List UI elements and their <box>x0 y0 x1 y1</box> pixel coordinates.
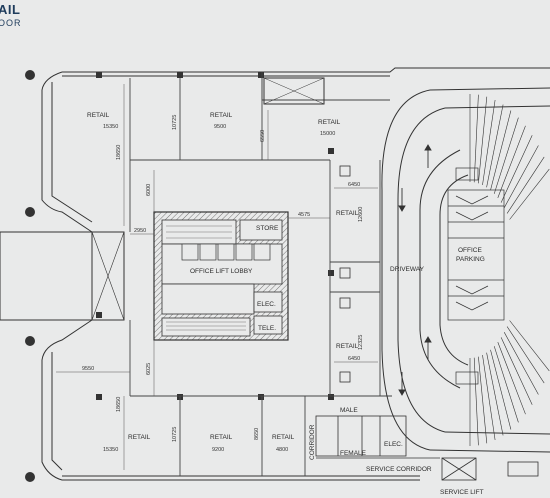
room-label-retail-e-upper: RETAIL <box>336 210 359 217</box>
parking-stall-line <box>497 125 526 199</box>
plan-subtitle: OOR <box>0 18 22 28</box>
parking-stall-line <box>509 168 550 220</box>
service-shaft-north <box>263 77 325 105</box>
parking-stall-line <box>486 104 504 188</box>
parking-stall-line <box>497 341 526 415</box>
room-label-driveway: DRIVEWAY <box>390 266 425 273</box>
parking-stall-line <box>493 117 519 194</box>
dim-10725-top: 10725 <box>172 115 178 130</box>
parking-stall-line <box>478 96 488 184</box>
dim-4575: 4575 <box>298 212 310 218</box>
dim-8650: 8650 <box>254 428 260 440</box>
parking-stall-line <box>500 135 533 203</box>
parking-stall-line <box>482 99 496 186</box>
room-label-retail-n-mid: RETAIL <box>210 112 233 119</box>
dim-12325: 12325 <box>358 335 364 350</box>
dim-12600: 12600 <box>358 207 364 222</box>
room-label-male: MALE <box>340 407 358 414</box>
dim-retail-s-right: 4800 <box>276 447 288 453</box>
traffic-arrows <box>398 144 432 396</box>
dim-6450-bot: 6450 <box>348 356 360 362</box>
parking-arc <box>469 94 550 446</box>
parking-stall-line <box>503 145 539 208</box>
room-label-retail-e-lower: RETAIL <box>336 343 359 350</box>
room-label-retail-sw: RETAIL <box>128 434 151 441</box>
parking-stall-line <box>482 354 496 441</box>
dim-18650-bot: 18650 <box>116 397 122 412</box>
parking-stall-line <box>506 156 545 214</box>
room-label-service-lift: SERVICE LIFT <box>440 489 484 496</box>
dim-6000: 6000 <box>146 184 152 196</box>
parking-bays <box>447 167 505 385</box>
exterior-wall <box>41 67 550 481</box>
dim-10725-bot: 10725 <box>172 427 178 442</box>
plan-title: AIL <box>0 2 21 17</box>
dim-6025: 6025 <box>146 363 152 375</box>
room-label-store: STORE <box>256 225 279 232</box>
dim-retail-nw: 15350 <box>103 124 118 130</box>
parking-stall-line <box>490 349 512 430</box>
west-entrance <box>0 231 125 321</box>
dim-retail-n-right: 15000 <box>320 131 335 137</box>
columns <box>25 70 334 482</box>
dim-6550: 6550 <box>260 130 266 142</box>
room-label-elec-wc: ELEC. <box>384 441 403 448</box>
parking-stall-line <box>478 356 488 444</box>
parking-stall-line <box>500 337 533 405</box>
dim-6450-top: 6450 <box>348 182 360 188</box>
room-label-retail-s-mid: RETAIL <box>210 434 233 441</box>
parking-stall-line <box>509 320 550 372</box>
room-label-corridor: CORRIDOR <box>309 424 316 460</box>
room-label-office-parking-2: PARKING <box>456 256 485 263</box>
parking-stall-line <box>506 326 545 384</box>
dimension-lines <box>56 84 378 470</box>
room-label-elec-core: ELEC. <box>257 301 276 308</box>
parking-stall-line <box>486 352 504 436</box>
dim-retail-n-mid: 9500 <box>214 124 226 130</box>
room-label-retail-s-right: RETAIL <box>272 434 295 441</box>
room-label-service-corridor: SERVICE CORRIDOR <box>366 466 432 473</box>
east-shafts <box>339 165 351 383</box>
room-label-female: FEMALE <box>340 450 367 457</box>
dim-2950: 2950 <box>134 228 146 234</box>
driveway-ramp <box>381 87 550 453</box>
dim-retail-s-mid: 9200 <box>212 447 224 453</box>
room-label-retail-nw: RETAIL <box>87 112 110 119</box>
parking-stall-line <box>493 346 519 423</box>
toilet-block <box>315 415 539 481</box>
dim-9550: 9550 <box>82 366 94 372</box>
lift-core <box>153 211 289 341</box>
dim-retail-sw: 15350 <box>103 447 118 453</box>
room-label-tele: TELE. <box>258 325 276 332</box>
room-label-retail-n-right: RETAIL <box>318 119 341 126</box>
parking-stall-line <box>490 110 512 191</box>
parking-stall-line <box>503 332 539 395</box>
dim-18650-top: 18650 <box>116 145 122 160</box>
room-label-office-lift-lobby: OFFICE LIFT LOBBY <box>190 268 253 275</box>
room-label-office-parking-1: OFFICE <box>458 247 482 254</box>
